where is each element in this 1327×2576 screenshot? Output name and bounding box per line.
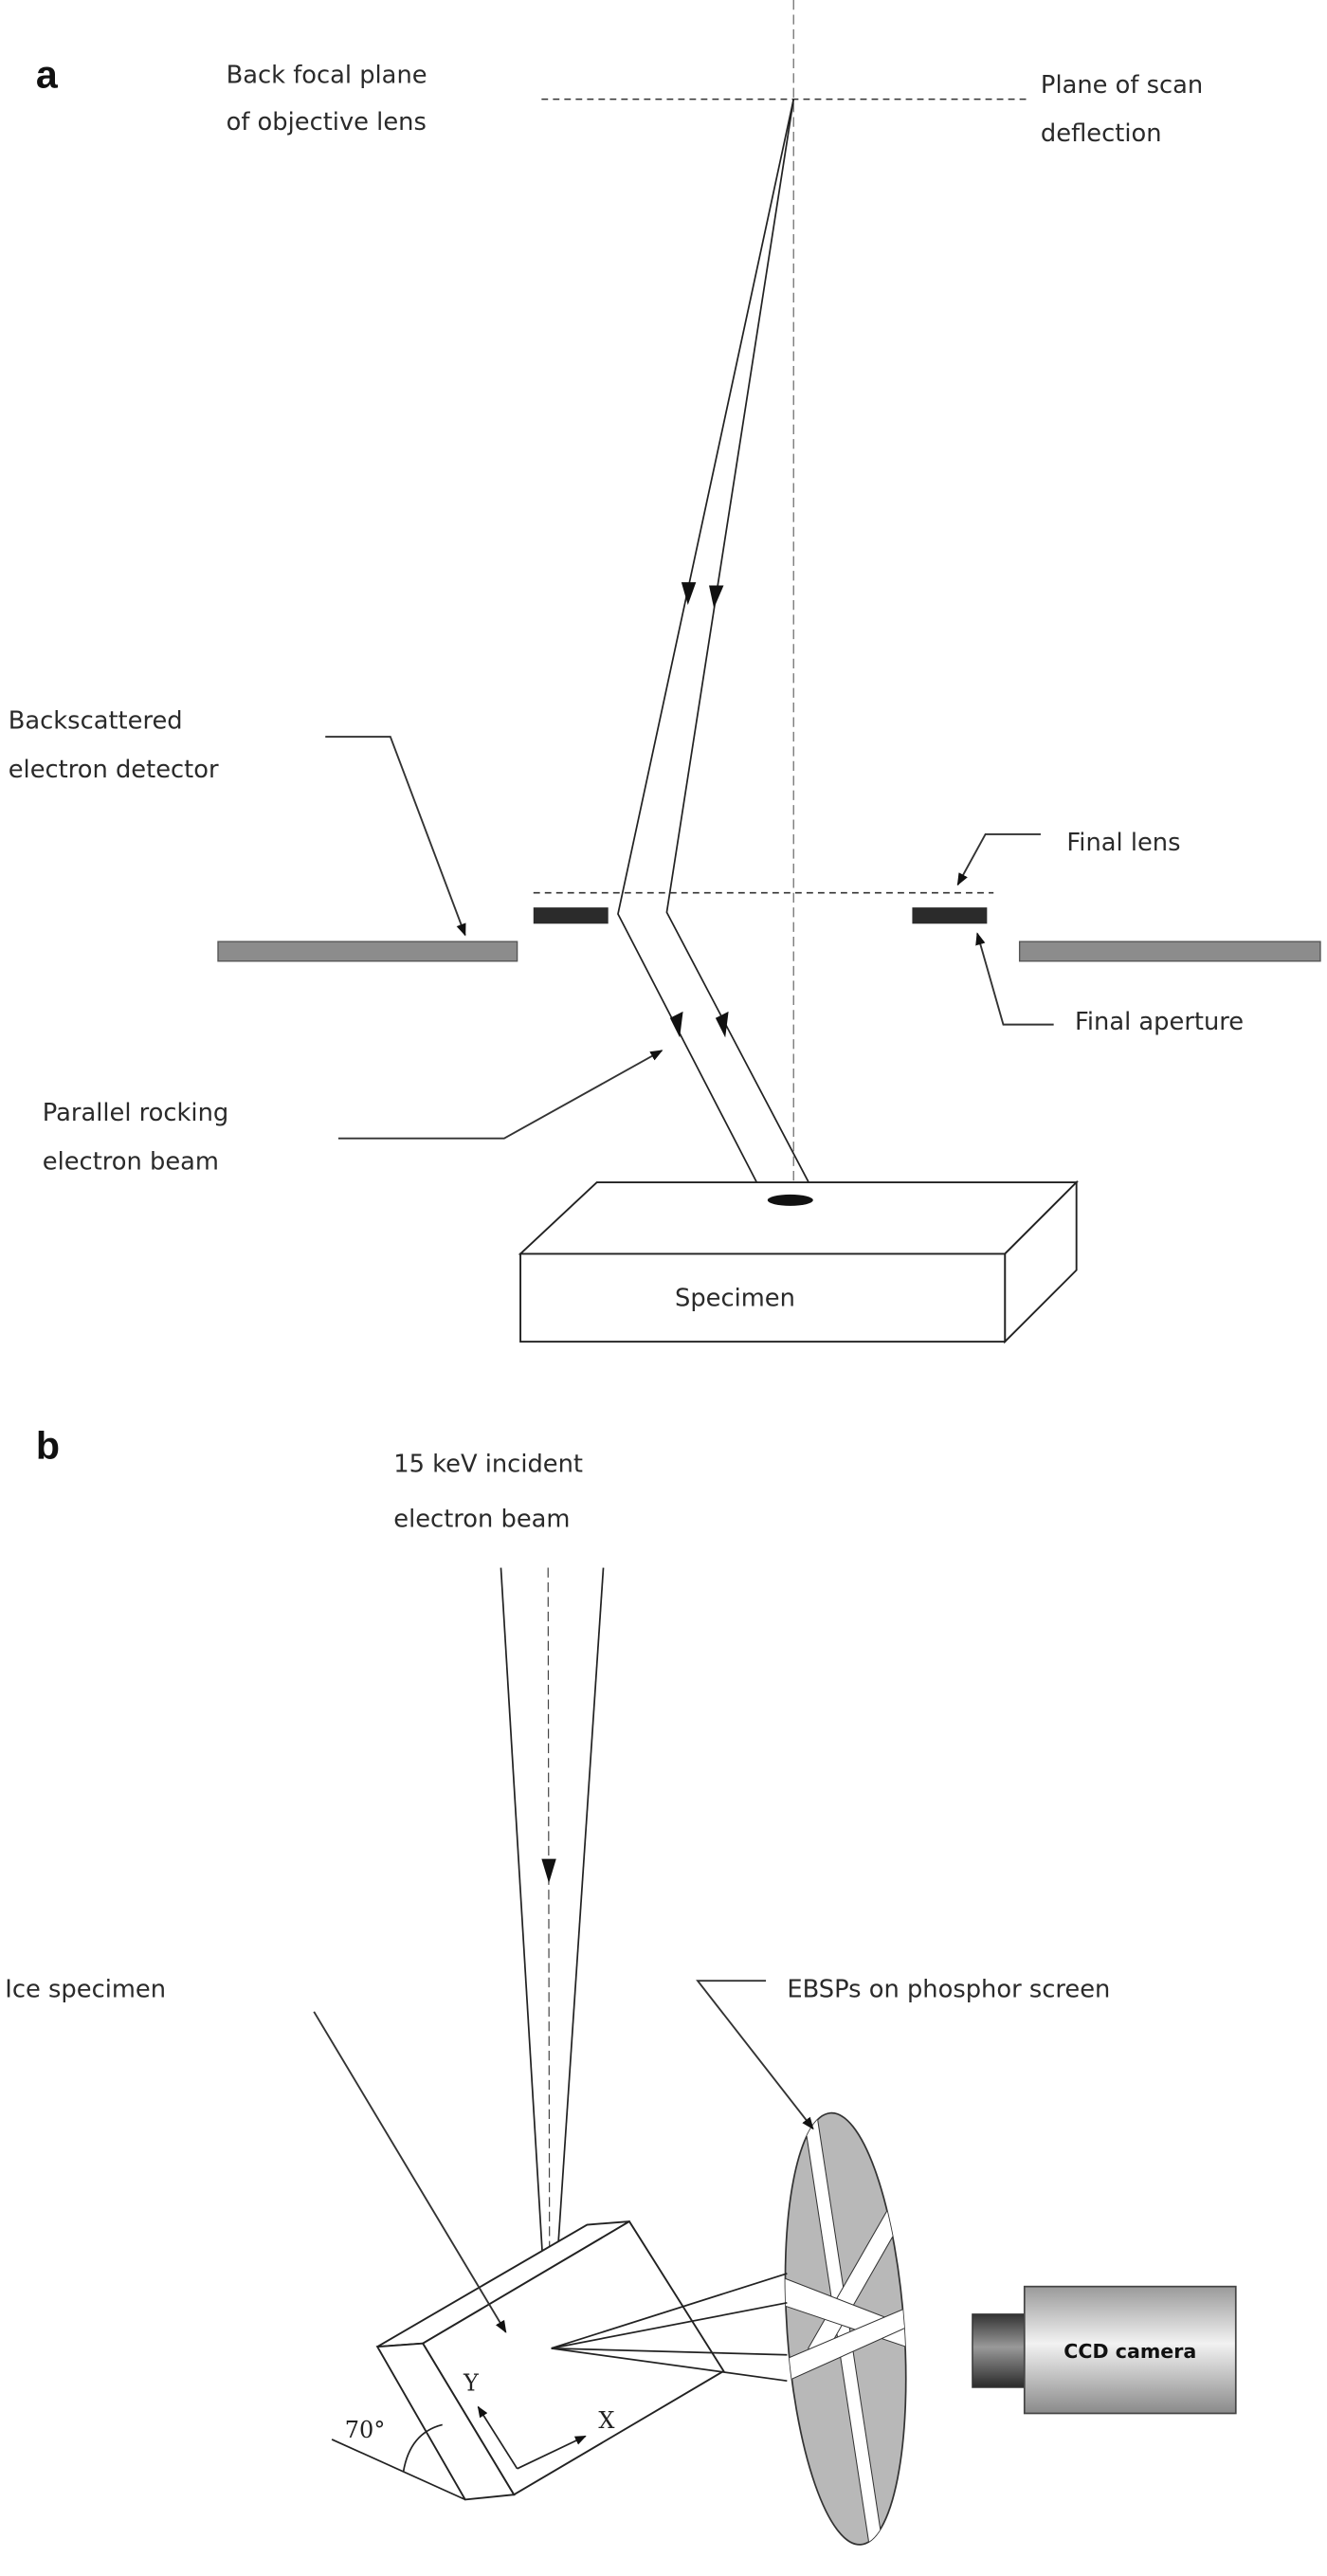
incident-beam: [500, 1567, 605, 2348]
scan-plane-label-2: deflection: [1041, 119, 1162, 148]
ccd-camera-label: CCD camera: [1063, 2340, 1196, 2363]
beam-arrow-icon: [681, 582, 697, 606]
final-aperture-left: [533, 907, 609, 924]
camera-lens: [972, 2313, 1026, 2388]
rocking-beam-label-1: Parallel rocking: [43, 1099, 228, 1127]
beam-arrow-icon: [709, 585, 724, 609]
phosphor-screen: [779, 2110, 912, 2549]
ebsp-screen-leader: [696, 1980, 814, 2130]
beam-spot: [767, 1194, 813, 1206]
beam-arrow-icon: [541, 1858, 556, 1884]
specimen-block: Specimen: [518, 1179, 1079, 1344]
x-axis-label: X: [598, 2407, 614, 2434]
final-aperture-leader: [975, 932, 1054, 1026]
panel-a: a Back focal plane of objective lens Pla…: [9, 0, 1321, 1344]
incident-beam-label-1: 15 keV incident: [393, 1450, 583, 1478]
diffracted-beams: [551, 2273, 788, 2383]
rocking-beam-leader: [337, 1050, 664, 1140]
final-lens-leader: [956, 832, 1041, 886]
y-axis-label: Y: [463, 2369, 480, 2396]
bse-detector-right: [1018, 941, 1321, 962]
rocking-beams: [617, 99, 817, 1201]
final-aperture-right: [912, 907, 988, 924]
bse-detector-leader: [325, 736, 466, 937]
tilt-arc: [402, 2423, 443, 2473]
incident-beam-label-2: electron beam: [393, 1506, 570, 1534]
final-aperture-label: Final aperture: [1075, 1008, 1244, 1036]
beam-arrow-icon: [715, 1011, 729, 1038]
x-axis-arrow: [517, 2435, 587, 2470]
bse-detector-label-2: electron detector: [9, 756, 219, 784]
scan-plane-label-1: Plane of scan: [1041, 71, 1203, 100]
ice-specimen-block: Y X 70°: [331, 2220, 725, 2501]
panel-a-label: a: [36, 53, 59, 97]
horizontal-reference: [331, 2439, 466, 2501]
back-focal-plane-label-2: of objective lens: [227, 108, 427, 137]
camera-body: [1023, 2285, 1237, 2415]
y-axis-arrow: [477, 2405, 518, 2470]
back-focal-plane-label-1: Back focal plane: [227, 61, 427, 89]
final-lens-label: Final lens: [1066, 829, 1180, 857]
panel-b: b 15 keV incident electron beam Y X: [5, 1424, 1237, 2549]
ebsp-screen-label: EBSPs on phosphor screen: [787, 1975, 1110, 2003]
ice-specimen-leader: [313, 2011, 507, 2333]
panel-b-label: b: [36, 1424, 60, 1468]
ccd-camera: CCD camera: [972, 2285, 1237, 2415]
rocking-beam-label-2: electron beam: [43, 1147, 219, 1176]
beam-arrow-icon: [669, 1011, 683, 1038]
specimen-label: Specimen: [675, 1284, 795, 1312]
ice-specimen-label: Ice specimen: [5, 1975, 166, 2003]
tilt-angle-label: 70°: [345, 2417, 386, 2443]
bse-detector-left: [217, 941, 518, 962]
bse-detector-label-1: Backscattered: [9, 706, 183, 735]
